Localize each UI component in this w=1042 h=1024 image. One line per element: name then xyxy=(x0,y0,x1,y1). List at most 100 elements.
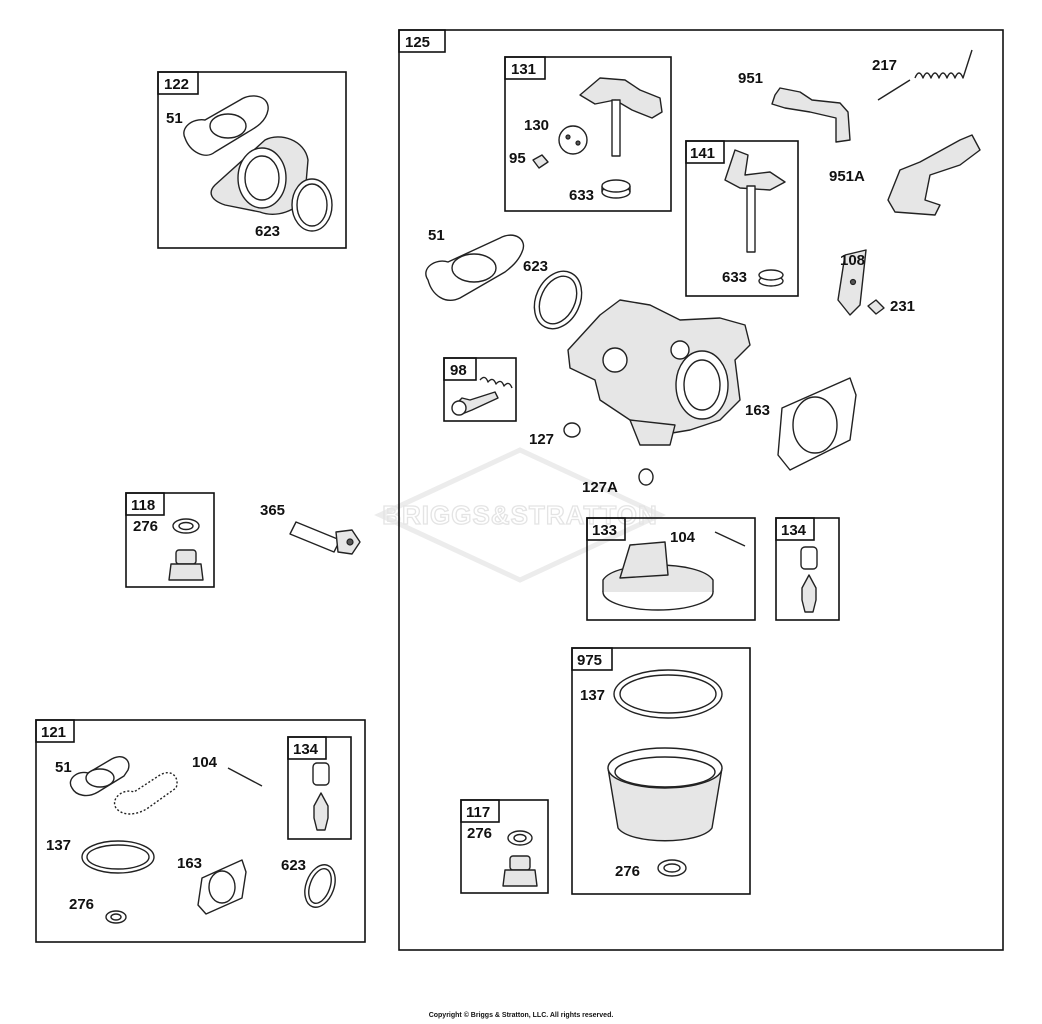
float-bowl-rim xyxy=(607,747,723,789)
o-ring-623-121 xyxy=(304,864,336,908)
kit-117-tag: 117 xyxy=(466,804,490,821)
carburetor-boss xyxy=(670,340,690,360)
bowl-nut-118-hex xyxy=(168,563,204,581)
carburetor-port xyxy=(602,347,628,373)
gasket-51-121-hole xyxy=(85,768,115,788)
part-label: 633 xyxy=(722,269,747,286)
kit-98: 98 xyxy=(443,357,517,422)
idle-screw-head xyxy=(451,400,467,416)
kit-134-right-tag-box xyxy=(775,517,815,541)
o-ring-623 xyxy=(291,178,333,232)
kit-133-frame xyxy=(586,517,756,621)
part-label: 51 xyxy=(55,759,72,776)
bolt-365: 365 xyxy=(260,502,361,555)
throttle-plate-hole xyxy=(575,140,581,146)
o-ring-623-121-inner xyxy=(308,868,332,904)
kit-141-tag-box xyxy=(685,140,725,164)
copyright-notice: Copyright © Briggs & Stratton, LLC. All … xyxy=(428,1012,614,1019)
kit-134-right: 134 xyxy=(775,517,840,621)
inlet-needle xyxy=(801,574,817,613)
seal-633-choke-top xyxy=(758,269,784,281)
part-label: 51 xyxy=(428,227,445,244)
kit-134-left: 134 xyxy=(287,736,352,840)
kit-975-tag: 975 xyxy=(577,652,602,669)
lever-951 xyxy=(771,87,851,143)
kit-133: 133 104 xyxy=(586,517,756,621)
throttle-shaft-lever xyxy=(579,77,663,119)
choke-shaft-lever xyxy=(724,149,786,191)
bowl-gasket-137-121-inner xyxy=(86,844,150,870)
kit-122-frame xyxy=(157,71,347,249)
needle-seat-121 xyxy=(312,762,330,786)
kit-141-tag: 141 xyxy=(690,145,715,162)
kit-121-tag: 121 xyxy=(41,724,66,741)
part-label: 108 xyxy=(840,252,865,269)
kit-134-right-tag: 134 xyxy=(781,522,807,539)
kit-98-tag-box xyxy=(443,357,477,381)
part-label: 95 xyxy=(509,150,526,167)
gasket-163-hole xyxy=(792,396,838,454)
kit-98-frame xyxy=(443,357,517,422)
plate-108-hole xyxy=(849,278,857,286)
bowl-gasket-137-inner xyxy=(619,674,717,714)
throttle-plate-hole xyxy=(565,134,571,140)
kit-141: 141 633 xyxy=(685,140,799,297)
kit-975-frame xyxy=(571,647,751,895)
kit-122-tag: 122 xyxy=(164,76,189,93)
part-label: 623 xyxy=(523,258,548,275)
washer-276-118-hole xyxy=(178,521,194,531)
part-label: 51 xyxy=(166,110,183,127)
kit-975-tag-box xyxy=(571,647,613,671)
washer-276-117 xyxy=(507,830,533,846)
spring-217 xyxy=(877,49,973,101)
gasket-163-121-hole xyxy=(208,870,236,904)
washer-276-bowl-hole xyxy=(663,863,681,873)
bowl-nut-117-top xyxy=(509,855,531,871)
part-label: 137 xyxy=(46,837,71,854)
part-label: 104 xyxy=(670,529,696,546)
bowl-nut-118-top xyxy=(175,549,197,565)
carb-spacer-bore-inner xyxy=(244,155,280,201)
kit-131-frame xyxy=(504,56,672,212)
kit-125-tag: 125 xyxy=(405,34,430,51)
gasket-51-hole xyxy=(209,113,247,139)
throttle-shaft xyxy=(611,99,621,157)
part-label: 127A xyxy=(582,479,618,496)
kit-134-left-tag: 134 xyxy=(293,741,319,758)
idle-spring xyxy=(479,376,513,389)
bowl-nut-117-hex xyxy=(502,869,538,887)
screw-95 xyxy=(532,154,549,169)
choke-shaft xyxy=(746,185,756,253)
part-label: 104 xyxy=(192,754,218,771)
needle-seat xyxy=(800,546,818,570)
watermark: BRIGGS&STRATTON xyxy=(374,447,666,583)
part-label: 163 xyxy=(177,855,202,872)
washer-276-118 xyxy=(172,518,200,534)
kit-118-tag-box xyxy=(125,492,165,516)
part-label: 276 xyxy=(69,896,94,913)
kit-121-frame xyxy=(35,719,366,943)
kit-117-tag-box xyxy=(460,799,500,823)
washer-276-bowl xyxy=(657,859,687,877)
throttle-plate-130 xyxy=(558,125,588,155)
o-ring-623-inner xyxy=(296,183,328,227)
pin-104-121 xyxy=(227,767,263,787)
float-bowl-inner xyxy=(614,756,716,788)
seal-633-top xyxy=(601,179,631,193)
carburetor-body xyxy=(567,299,751,446)
part-label: 231 xyxy=(890,298,915,315)
kit-134-left-tag-box xyxy=(287,736,327,760)
part-label: 276 xyxy=(133,518,158,535)
screw-231 xyxy=(867,299,885,315)
part-label: 951A xyxy=(829,168,865,185)
kit-121: 121 51 104 137 163 623 276 134 xyxy=(35,719,366,943)
kit-125-tag-box xyxy=(398,29,446,53)
bolt-365-shank xyxy=(289,521,341,553)
kit-131-tag-box xyxy=(504,56,546,80)
plug-127 xyxy=(563,422,581,438)
part-label: 127 xyxy=(529,431,554,448)
bowl-gasket-137 xyxy=(613,669,723,719)
kit-125-frame xyxy=(398,29,1004,951)
float-bowl xyxy=(607,767,723,842)
